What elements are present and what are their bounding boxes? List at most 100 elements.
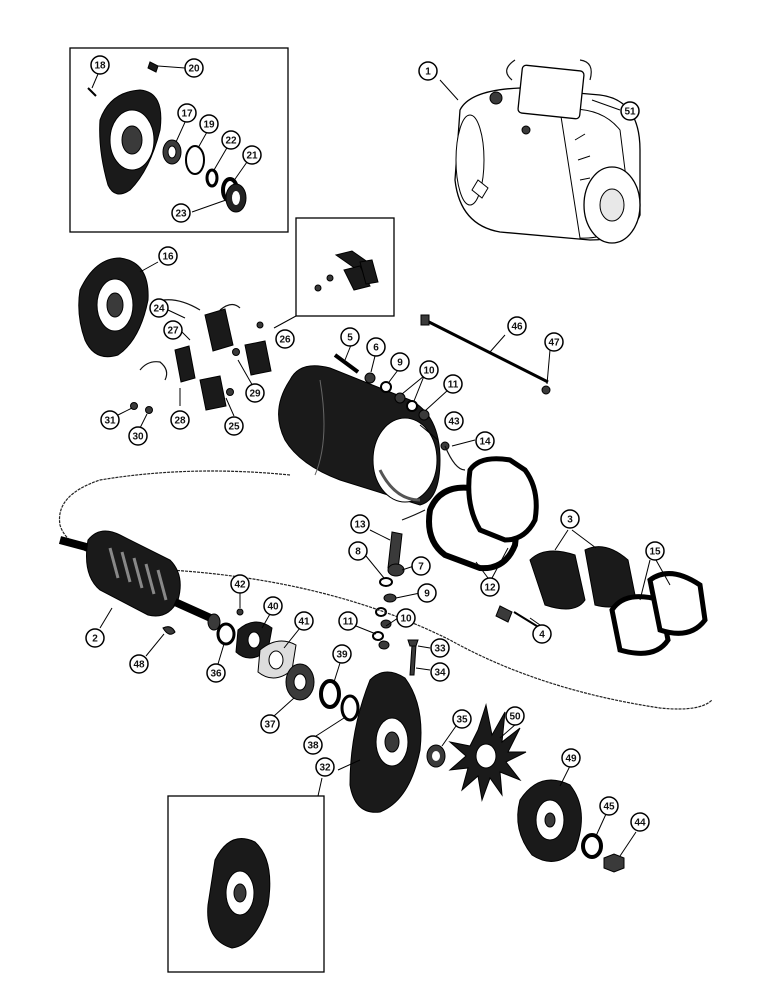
callout-22: 22 (221, 130, 241, 150)
callout-21: 21 (242, 145, 262, 165)
callout-18: 18 (90, 55, 110, 75)
wire-loop (58, 470, 713, 710)
callout-11: 11 (338, 611, 358, 631)
callout-19: 19 (199, 114, 219, 134)
svg-text:3: 3 (567, 515, 573, 526)
field-coils (426, 456, 539, 579)
callout-5: 5 (340, 327, 360, 347)
svg-text:11: 11 (343, 617, 354, 628)
callout-28: 28 (170, 410, 190, 430)
svg-text:10: 10 (400, 614, 412, 625)
svg-text:12: 12 (484, 583, 496, 594)
svg-text:31: 31 (104, 416, 116, 427)
svg-text:8: 8 (355, 547, 361, 558)
callout-41: 41 (294, 611, 314, 631)
callout-50: 50 (505, 706, 525, 726)
callout-32: 32 (315, 757, 335, 777)
terminal-stud-hardware (355, 509, 426, 650)
svg-text:18: 18 (94, 61, 106, 72)
callout-42: 42 (230, 574, 250, 594)
inset-end-frame-detail (69, 47, 289, 233)
callout-49: 49 (561, 748, 581, 768)
svg-text:24: 24 (153, 304, 165, 315)
callout-17: 17 (177, 103, 197, 123)
svg-text:34: 34 (434, 668, 446, 679)
callout-4: 4 (532, 624, 552, 644)
svg-text:27: 27 (167, 326, 179, 337)
svg-text:46: 46 (511, 322, 523, 333)
svg-text:28: 28 (174, 416, 186, 427)
callouts: 1 2 3 4 5 6 7 8 9 9 10 10 11 11 12 13 14… (85, 55, 665, 832)
field-insulators (609, 559, 708, 656)
callout-43: 43 (444, 411, 464, 431)
callout-12: 12 (480, 577, 500, 597)
commutator-end-frame (78, 257, 159, 358)
svg-text:16: 16 (162, 252, 174, 263)
svg-text:2: 2 (92, 634, 98, 645)
pole-shoes (495, 529, 636, 629)
callout-30: 30 (128, 426, 148, 446)
callout-45: 45 (599, 796, 619, 816)
svg-text:39: 39 (336, 650, 348, 661)
callout-38: 38 (303, 735, 323, 755)
callout-8: 8 (348, 541, 368, 561)
callout-9: 9 (390, 352, 410, 372)
callout-2: 2 (85, 628, 105, 648)
drive-end-bearing-parts (216, 592, 360, 737)
callout-10: 10 (419, 360, 439, 380)
svg-text:42: 42 (234, 580, 246, 591)
callout-11: 11 (443, 374, 463, 394)
svg-text:32: 32 (319, 763, 331, 774)
svg-text:21: 21 (246, 151, 258, 162)
callout-1: 1 (418, 61, 438, 81)
callout-44: 44 (630, 812, 650, 832)
svg-text:9: 9 (397, 358, 403, 369)
callout-51: 51 (620, 101, 640, 121)
callout-16: 16 (158, 246, 178, 266)
svg-text:5: 5 (347, 333, 353, 344)
callout-13: 13 (350, 514, 370, 534)
svg-text:44: 44 (634, 818, 646, 829)
callout-31: 31 (100, 410, 120, 430)
svg-text:11: 11 (448, 380, 459, 391)
svg-text:6: 6 (373, 343, 379, 354)
svg-text:25: 25 (228, 422, 240, 433)
callout-47: 47 (544, 332, 564, 352)
callout-25: 25 (224, 416, 244, 436)
svg-text:48: 48 (133, 660, 145, 671)
svg-text:9: 9 (424, 589, 430, 600)
callout-14: 14 (475, 431, 495, 451)
armature (58, 530, 221, 657)
callout-35: 35 (452, 709, 472, 729)
inset-drive-end-detail (167, 777, 325, 973)
svg-text:1: 1 (425, 67, 431, 78)
callout-29: 29 (245, 383, 265, 403)
svg-text:22: 22 (225, 136, 237, 147)
fan-pulley-parts (426, 703, 637, 873)
svg-text:30: 30 (132, 432, 144, 443)
svg-text:50: 50 (509, 712, 521, 723)
callout-23: 23 (171, 203, 191, 223)
svg-text:4: 4 (539, 630, 545, 641)
svg-text:37: 37 (264, 720, 276, 731)
callout-15: 15 (645, 541, 665, 561)
svg-text:49: 49 (565, 754, 577, 765)
callout-33: 33 (430, 638, 450, 658)
callout-46: 46 (507, 316, 527, 336)
callout-3: 3 (560, 509, 580, 529)
svg-text:45: 45 (603, 802, 615, 813)
callout-34: 34 (430, 662, 450, 682)
callout-6: 6 (366, 337, 386, 357)
callout-9: 9 (417, 583, 437, 603)
svg-text:14: 14 (479, 437, 491, 448)
svg-text:47: 47 (548, 338, 560, 349)
svg-text:33: 33 (434, 644, 446, 655)
svg-text:17: 17 (181, 109, 193, 120)
svg-text:41: 41 (298, 617, 310, 628)
callout-37: 37 (260, 714, 280, 734)
callout-36: 36 (206, 663, 226, 683)
svg-text:23: 23 (175, 209, 187, 220)
callout-26: 26 (275, 329, 295, 349)
callout-39: 39 (332, 644, 352, 664)
